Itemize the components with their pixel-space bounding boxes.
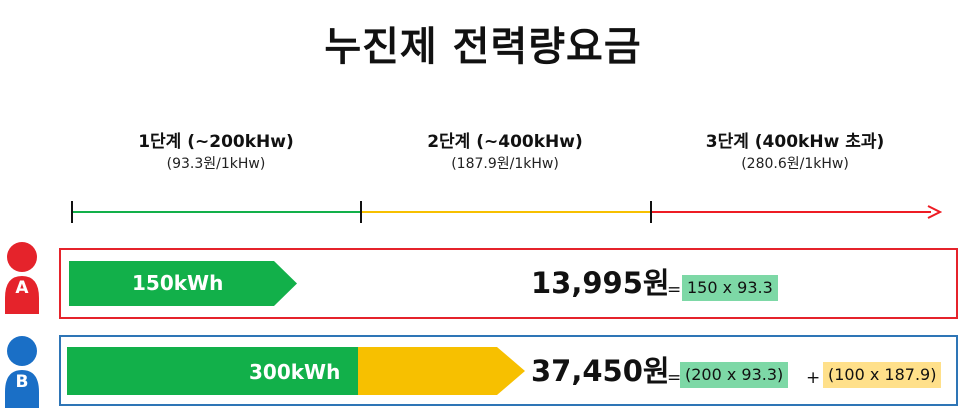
timeline-tick-200 (360, 201, 362, 223)
customer-a-usage-bar (69, 261, 297, 306)
tier-2-rate: (187.9원/1kHw) (451, 156, 559, 172)
customer-a-usage-label: 150kWh (132, 271, 224, 295)
customer-b-row (59, 335, 958, 406)
page-title: 누진제 전력량요금 (324, 24, 642, 70)
tier-1-rate: (93.3원/1kHw) (166, 156, 266, 172)
usage-bar-tier-1-segment (67, 347, 359, 395)
tier-2-label: 2단계 (~400kHw) (427, 132, 583, 152)
customer-b-usage-label: 300kWh (249, 360, 341, 384)
timeline-segment-tier-2 (361, 211, 651, 213)
customer-b-cost: 37,450원 (531, 354, 670, 388)
customer-a-row (59, 248, 958, 319)
tier-1-header: 1단계 (~200kHw) (93.3원/1kHw) (91, 130, 341, 174)
customer-b-formula-term-2: (100 x 187.9) (823, 362, 942, 388)
customer-a-avatar: A (4, 240, 40, 314)
customer-a-letter: A (15, 278, 29, 298)
person-icon (5, 336, 39, 408)
customer-a-formula-term-1: 150 x 93.3 (682, 275, 778, 301)
timeline-tick-400 (650, 201, 652, 223)
customer-b-usage-bar (67, 347, 525, 395)
customer-b-letter: B (15, 372, 29, 392)
timeline-arrow-icon (927, 205, 942, 219)
tier-3-label: 3단계 (400kHw 초과) (705, 132, 885, 152)
customer-b-formula-term-1: (200 x 93.3) (680, 362, 789, 388)
tier-3-rate: (280.6원/1kHw) (741, 156, 849, 172)
tier-2-header: 2단계 (~400kHw) (187.9원/1kHw) (380, 130, 630, 174)
usage-bar-tier-1-segment (69, 261, 297, 306)
person-icon (5, 242, 39, 314)
customer-b-equals: = (667, 368, 682, 388)
customer-a-cost: 13,995원 (531, 266, 670, 300)
timeline-segment-tier-3 (651, 211, 931, 213)
usage-bar-tier-2-segment (358, 347, 525, 395)
customer-b-plus: + (806, 368, 821, 388)
timeline-segment-tier-1 (72, 211, 361, 213)
customer-a-equals: = (667, 280, 682, 300)
timeline-tick-0 (71, 201, 73, 223)
tier-1-label: 1단계 (~200kHw) (138, 132, 294, 152)
tier-3-header: 3단계 (400kHw 초과) (280.6원/1kHw) (670, 130, 920, 174)
customer-b-avatar: B (4, 334, 40, 408)
